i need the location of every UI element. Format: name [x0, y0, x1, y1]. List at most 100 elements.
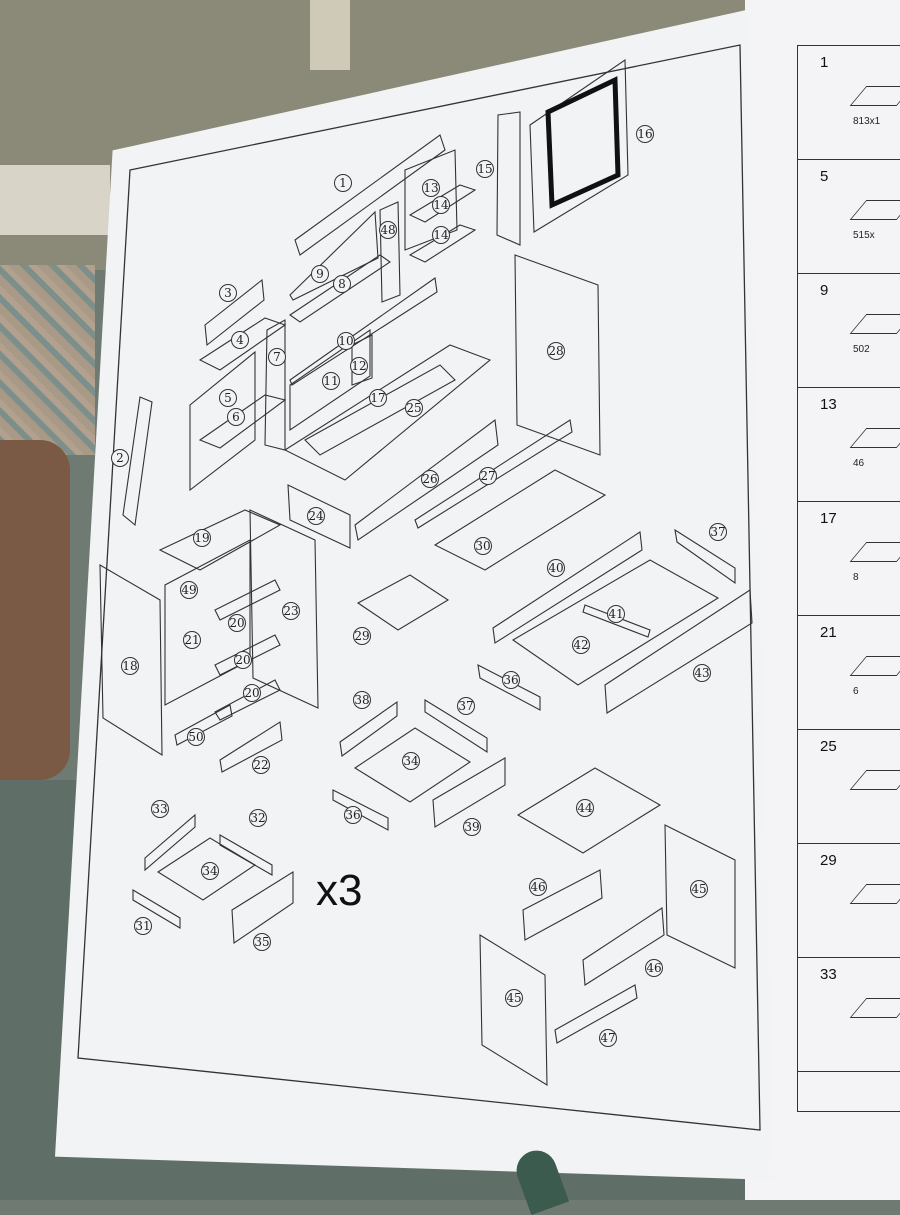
panel-outline [289, 254, 391, 323]
callout-circle [505, 989, 523, 1007]
panel-outline [287, 484, 351, 549]
panel-outline [408, 184, 477, 223]
page-border [77, 44, 761, 1131]
callout-circle [187, 728, 205, 746]
callout-number: 16 [637, 127, 652, 141]
callout-number: 37 [710, 525, 725, 539]
callout-circle [369, 389, 387, 407]
panel-outline [99, 564, 163, 757]
panel-outline [214, 634, 281, 676]
callout-circle [311, 265, 329, 283]
callout-number: 42 [573, 638, 588, 652]
callout-number: 25 [406, 401, 421, 415]
callout-circle [134, 917, 152, 935]
callout-circle [709, 523, 727, 541]
panel-outline [664, 824, 736, 969]
callout-circle [576, 799, 594, 817]
part-dimension: 502 [853, 344, 870, 355]
panel-outline [354, 418, 499, 541]
callout-circle [219, 389, 237, 407]
panel-outline [132, 889, 181, 929]
callout-number: 21 [184, 633, 199, 647]
callout-circle [457, 697, 475, 715]
parts-list-cell: 29 [798, 844, 900, 958]
callout-number: 46 [530, 880, 545, 894]
panel-outline [158, 509, 282, 571]
callout-circle [249, 809, 267, 827]
callout-circle [479, 467, 497, 485]
callout-circle [180, 581, 198, 599]
callout-circle [253, 933, 271, 951]
parts-list-cell: 33 [798, 958, 900, 1072]
callout-number: 35 [254, 935, 269, 949]
callout-number: 1 [339, 176, 347, 190]
callout-circle [502, 671, 520, 689]
panel-outline [304, 364, 456, 456]
part-dimension: 813x1 [853, 116, 881, 127]
callout-number: 23 [283, 604, 298, 618]
callout-circle [151, 800, 169, 818]
callout-circle [547, 559, 565, 577]
instruction-page [55, 10, 775, 1180]
callout-circle [405, 399, 423, 417]
part-number: 1 [820, 54, 829, 71]
callout-number: 29 [354, 629, 369, 643]
callout-number: 38 [354, 693, 369, 707]
panel-outline [231, 871, 294, 944]
panel-outline [156, 837, 257, 901]
panel-outline [174, 704, 233, 746]
panel-outlines [99, 58, 753, 1086]
callout-circle [353, 627, 371, 645]
callout-circle [572, 636, 590, 654]
panel-outline [511, 559, 720, 686]
background-arm [0, 440, 70, 780]
part-number: 29 [820, 852, 837, 869]
panel-outline [214, 579, 281, 621]
callout-circle [463, 818, 481, 836]
part-number: 5 [820, 168, 829, 185]
background-door-frame [310, 0, 350, 70]
callout-number: 47 [600, 1031, 615, 1045]
callout-circle [228, 614, 246, 632]
panel-outline [496, 111, 521, 246]
callout-number: 5 [224, 391, 232, 405]
callout-circle [636, 125, 654, 143]
callout-circle [476, 160, 494, 178]
callout-number: 36 [345, 808, 360, 822]
panel-outline [522, 869, 603, 941]
panel-outline [264, 319, 286, 451]
callout-circle [421, 470, 439, 488]
panel-outline [432, 757, 506, 828]
callout-circle [201, 862, 219, 880]
panel-outline [289, 210, 379, 301]
callout-circle [282, 602, 300, 620]
callout-number: 15 [477, 162, 492, 176]
callout-circle [307, 507, 325, 525]
part-dimension: 8 [853, 572, 859, 583]
callout-number: 31 [135, 919, 150, 933]
part-number: 33 [820, 966, 837, 983]
callout-number: 44 [577, 801, 593, 815]
callout-number: 10 [338, 334, 353, 348]
callout-circle [337, 332, 355, 350]
panel-outline [289, 328, 371, 432]
callout-circle [350, 357, 368, 375]
callout-number: 17 [370, 391, 385, 405]
multiplier-label: x3 [316, 866, 362, 915]
callout-number: 20 [229, 616, 244, 630]
panel-outline [289, 277, 438, 386]
callout-circle [111, 449, 129, 467]
panel-outline [582, 604, 651, 638]
callout-number: 46 [646, 961, 661, 975]
callout-labels: 1234567891011121314141516171819202020212… [111, 125, 727, 1047]
callout-circle [333, 275, 351, 293]
callout-circle [547, 342, 565, 360]
callout-circle [344, 806, 362, 824]
callout-number: 20 [244, 686, 259, 700]
panel-outline [189, 350, 256, 492]
